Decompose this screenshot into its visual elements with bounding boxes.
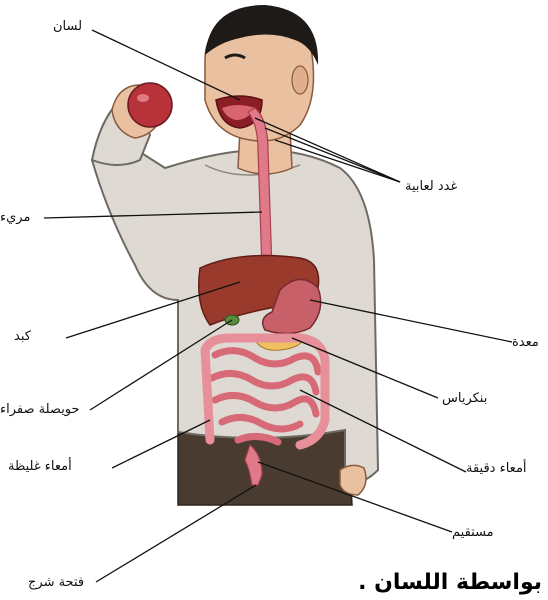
label-tongue: لسان [53, 20, 82, 33]
label-pancreas: بنكرياس [442, 392, 487, 405]
trousers [178, 430, 352, 505]
right-hand [340, 465, 366, 495]
apple [128, 83, 172, 127]
caption-text: بواسطة اللسان . [358, 572, 542, 594]
label-gallbladder: حويصلة صفراء [0, 403, 80, 416]
label-small-intestine: أمعاء دقيقة [466, 462, 527, 475]
label-large-intestine: أمعاء غليظة [8, 460, 72, 473]
label-anus: فتحة شرج [28, 576, 84, 589]
label-salivary-glands: غدد لعابية [405, 180, 457, 193]
label-liver: كبد [14, 330, 31, 343]
label-rectum: مستقيم [452, 526, 494, 539]
label-stomach: معدة [512, 336, 539, 349]
label-esophagus: مريء [0, 211, 30, 224]
